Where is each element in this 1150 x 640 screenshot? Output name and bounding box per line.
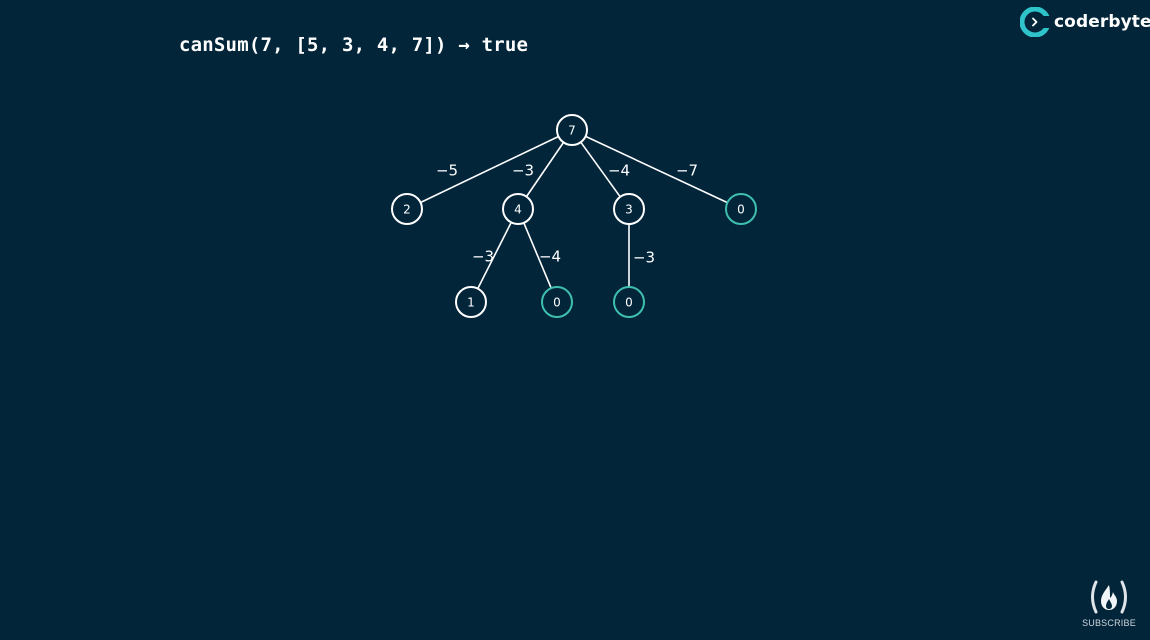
node-value: 2: [403, 203, 411, 217]
page-title: canSum(7, [5, 3, 4, 7]) → true: [179, 34, 529, 56]
node-circle: [502, 193, 534, 225]
subscribe-button[interactable]: SUBSCRIBE: [1080, 578, 1138, 628]
node-value: 1: [467, 296, 475, 310]
node-circle: [391, 193, 423, 225]
brand-name: coderbyte: [1054, 12, 1150, 32]
edge-label: −3: [472, 248, 494, 266]
edge-label: −4: [608, 162, 630, 180]
node-value: 7: [568, 124, 576, 138]
tree-node: 1: [455, 286, 487, 318]
tree-node: 7: [556, 114, 588, 146]
tree-edge: [523, 222, 552, 289]
node-circle: [541, 286, 573, 318]
node-circle: [455, 286, 487, 318]
tree-node-success: 0: [725, 193, 757, 225]
tree-node-success: 0: [613, 286, 645, 318]
node-circle: [613, 193, 645, 225]
brand-logo: coderbyte: [1020, 6, 1150, 38]
node-circle: [725, 193, 757, 225]
node-value: 0: [625, 296, 633, 310]
tree-node: 3: [613, 193, 645, 225]
edge-label: −4: [539, 248, 561, 266]
tree-edge: [525, 141, 565, 198]
edge-label: −5: [436, 162, 458, 180]
node-value: 3: [625, 203, 633, 217]
node-circle: [613, 286, 645, 318]
tree-node: 2: [391, 193, 423, 225]
edge-label: −3: [633, 249, 655, 267]
tree-edge: [477, 222, 512, 289]
node-value: 4: [514, 203, 522, 217]
node-circle: [556, 114, 588, 146]
tree-edge: [580, 141, 621, 198]
tree-node-success: 0: [541, 286, 573, 318]
tree-edge: [420, 135, 559, 204]
node-value: 0: [553, 296, 561, 310]
tree-node: 4: [502, 193, 534, 225]
subscribe-label: SUBSCRIBE: [1082, 618, 1136, 628]
tree-edge: [585, 135, 728, 204]
edge-label: −7: [676, 162, 698, 180]
node-value: 0: [737, 203, 745, 217]
flame-icon: [1091, 580, 1127, 614]
edge-label: −3: [512, 162, 534, 180]
coderbyte-logo-icon: [1020, 7, 1050, 37]
